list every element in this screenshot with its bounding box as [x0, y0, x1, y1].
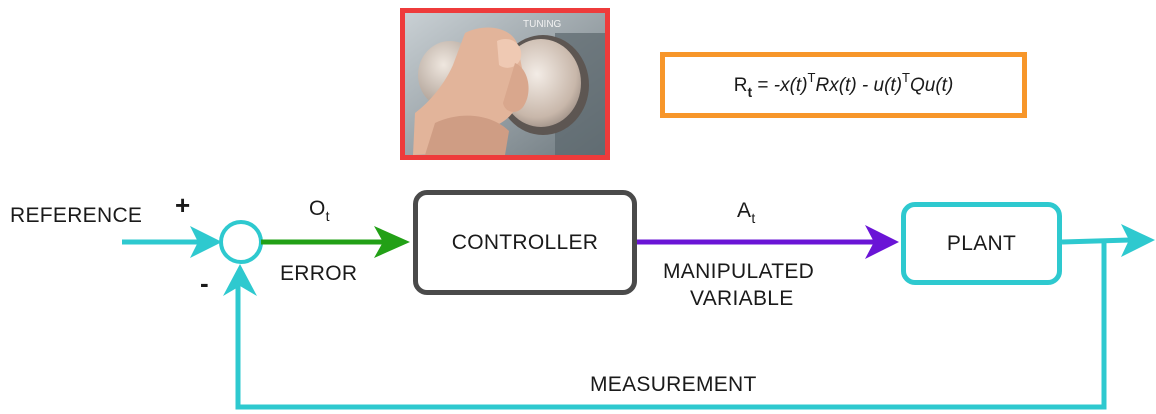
- manipulated-label-line1: MANIPULATED: [663, 260, 815, 283]
- reward-formula-box: Rt = -x(t)TRx(t) - u(t)TQu(t): [660, 52, 1027, 118]
- output-arrowhead: [1121, 224, 1155, 257]
- reference-label: REFERENCE: [10, 204, 143, 227]
- action-symbol: At: [737, 199, 756, 226]
- error-symbol-letter: O: [309, 197, 326, 220]
- reference-arrowhead: [190, 226, 222, 258]
- photo-label: TUNING: [523, 19, 562, 30]
- formula-sup-2: T: [902, 70, 910, 85]
- error-label: ERROR: [280, 262, 358, 285]
- measurement-label: MEASUREMENT: [590, 373, 757, 396]
- manipulated-label-line2: VARIABLE: [690, 287, 794, 310]
- action-symbol-letter: A: [737, 199, 752, 222]
- error-symbol: Ot: [309, 197, 330, 224]
- error-arrowhead: [374, 226, 410, 258]
- controller-label: CONTROLLER: [451, 230, 599, 254]
- formula-lhs-subscript: t: [747, 84, 753, 100]
- tuning-knob-photo: TUNING: [400, 8, 610, 160]
- formula-text: Rt = -x(t)TRx(t) - u(t)TQu(t): [734, 70, 954, 100]
- action-symbol-subscript: t: [751, 210, 756, 226]
- plant-label: PLANT: [946, 231, 1017, 255]
- summing-junction: [219, 220, 263, 264]
- controller-block: CONTROLLER: [413, 190, 637, 295]
- measurement-feedback-line: [235, 240, 1107, 410]
- knob-illustration: TUNING: [405, 13, 605, 155]
- minus-sign: -: [200, 268, 209, 298]
- feedback-arrowhead: [223, 264, 257, 296]
- manipulated-variable-arrowhead: [865, 225, 899, 259]
- error-symbol-subscript: t: [325, 208, 330, 224]
- formula-term-1: -x(t): [773, 75, 808, 96]
- formula-sup-1: T: [807, 70, 816, 85]
- plus-sign: +: [175, 190, 191, 220]
- formula-term-3: Qu(t): [910, 75, 954, 96]
- formula-term-2: Rx(t) - u(t): [815, 75, 903, 96]
- formula-equals: =: [752, 75, 774, 96]
- formula-lhs: R: [733, 75, 748, 96]
- output-line: [1061, 237, 1131, 245]
- plant-block: PLANT: [901, 202, 1062, 285]
